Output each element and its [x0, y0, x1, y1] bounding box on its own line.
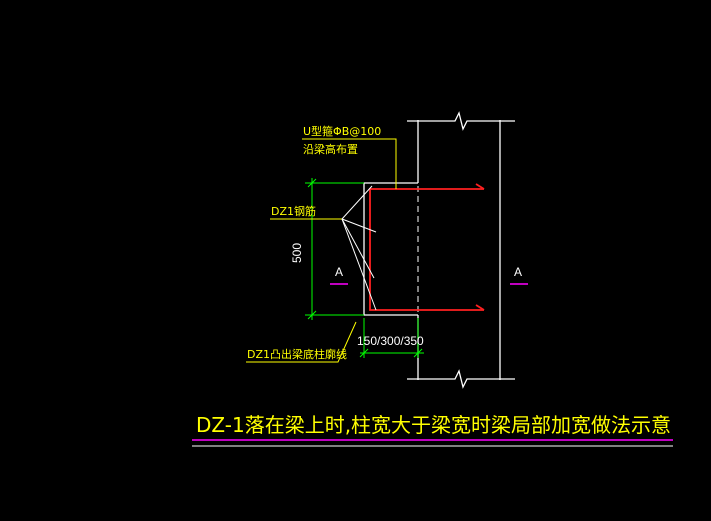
u-stirrup-bar — [369, 188, 484, 311]
u-stirrup-label-line1: U型箍ΦB@100 — [303, 124, 381, 138]
dz1-outline-label: DZ1凸出梁底柱廓线 — [247, 347, 347, 361]
u-stirrup-label-line2: 沿梁高布置 — [303, 142, 358, 156]
section-marks: A A — [330, 265, 528, 285]
dz1-rebar-label: DZ1钢筋 — [271, 204, 316, 218]
vertical-dimension-text: 500 — [290, 243, 304, 263]
break-line-bottom — [407, 369, 515, 389]
section-a-right: A — [514, 265, 522, 279]
section-a-left: A — [335, 265, 343, 279]
u-stirrup-rebar — [369, 183, 485, 311]
hook-bottom — [475, 304, 485, 311]
widened-beam-outline — [363, 182, 418, 316]
horizontal-dimension — [359, 318, 424, 358]
leader-lines — [246, 138, 397, 363]
vertical-dimension — [305, 178, 364, 320]
dz1-outline-leader — [246, 321, 357, 363]
hook-top — [475, 183, 485, 190]
break-line-top — [407, 111, 515, 131]
horizontal-dimension-text: 150/300/350 — [357, 334, 424, 348]
dz1-rebar-fan-leaders — [341, 185, 377, 311]
drawing-title: DZ-1落在梁上时,柱宽大于梁宽时梁局部加宽做法示意 — [196, 413, 671, 437]
u-stirrup-leader — [302, 138, 397, 189]
